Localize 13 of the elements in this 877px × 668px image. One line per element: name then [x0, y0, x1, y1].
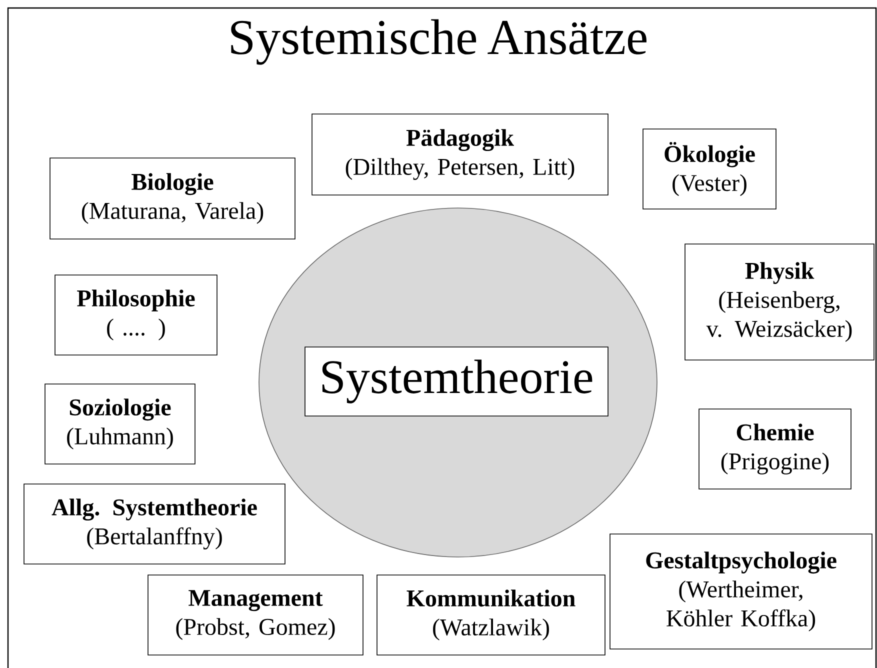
title-box: Systemtheorie: [304, 346, 608, 416]
field-box: Allg. Systemtheorie (Bertalanffny): [24, 484, 286, 564]
field-box: Philosophie ( .... ): [54, 274, 218, 356]
title: Systemische Ansätze: [231, 19, 646, 65]
field-box: Chemie (Prigogine): [698, 408, 852, 490]
field-box: Pädagogik (Dilthey, Petersen, Litt): [312, 114, 608, 196]
field-box: Biologie (Maturana, Varela): [50, 158, 296, 240]
field-box: Ökologie (Vester): [642, 128, 776, 210]
field-box: Soziologie (Luhmann): [44, 384, 196, 464]
field-box: Gestaltpsychologie (Wertheimer, Köhler Koffka): [610, 534, 872, 650]
field-box: Management (Probst, Gomez): [148, 574, 364, 656]
field-box: Kommunikation (Watzlawik): [376, 574, 606, 656]
field-box: Physik (Heisenberg, v. Weizsäcker): [684, 244, 874, 360]
